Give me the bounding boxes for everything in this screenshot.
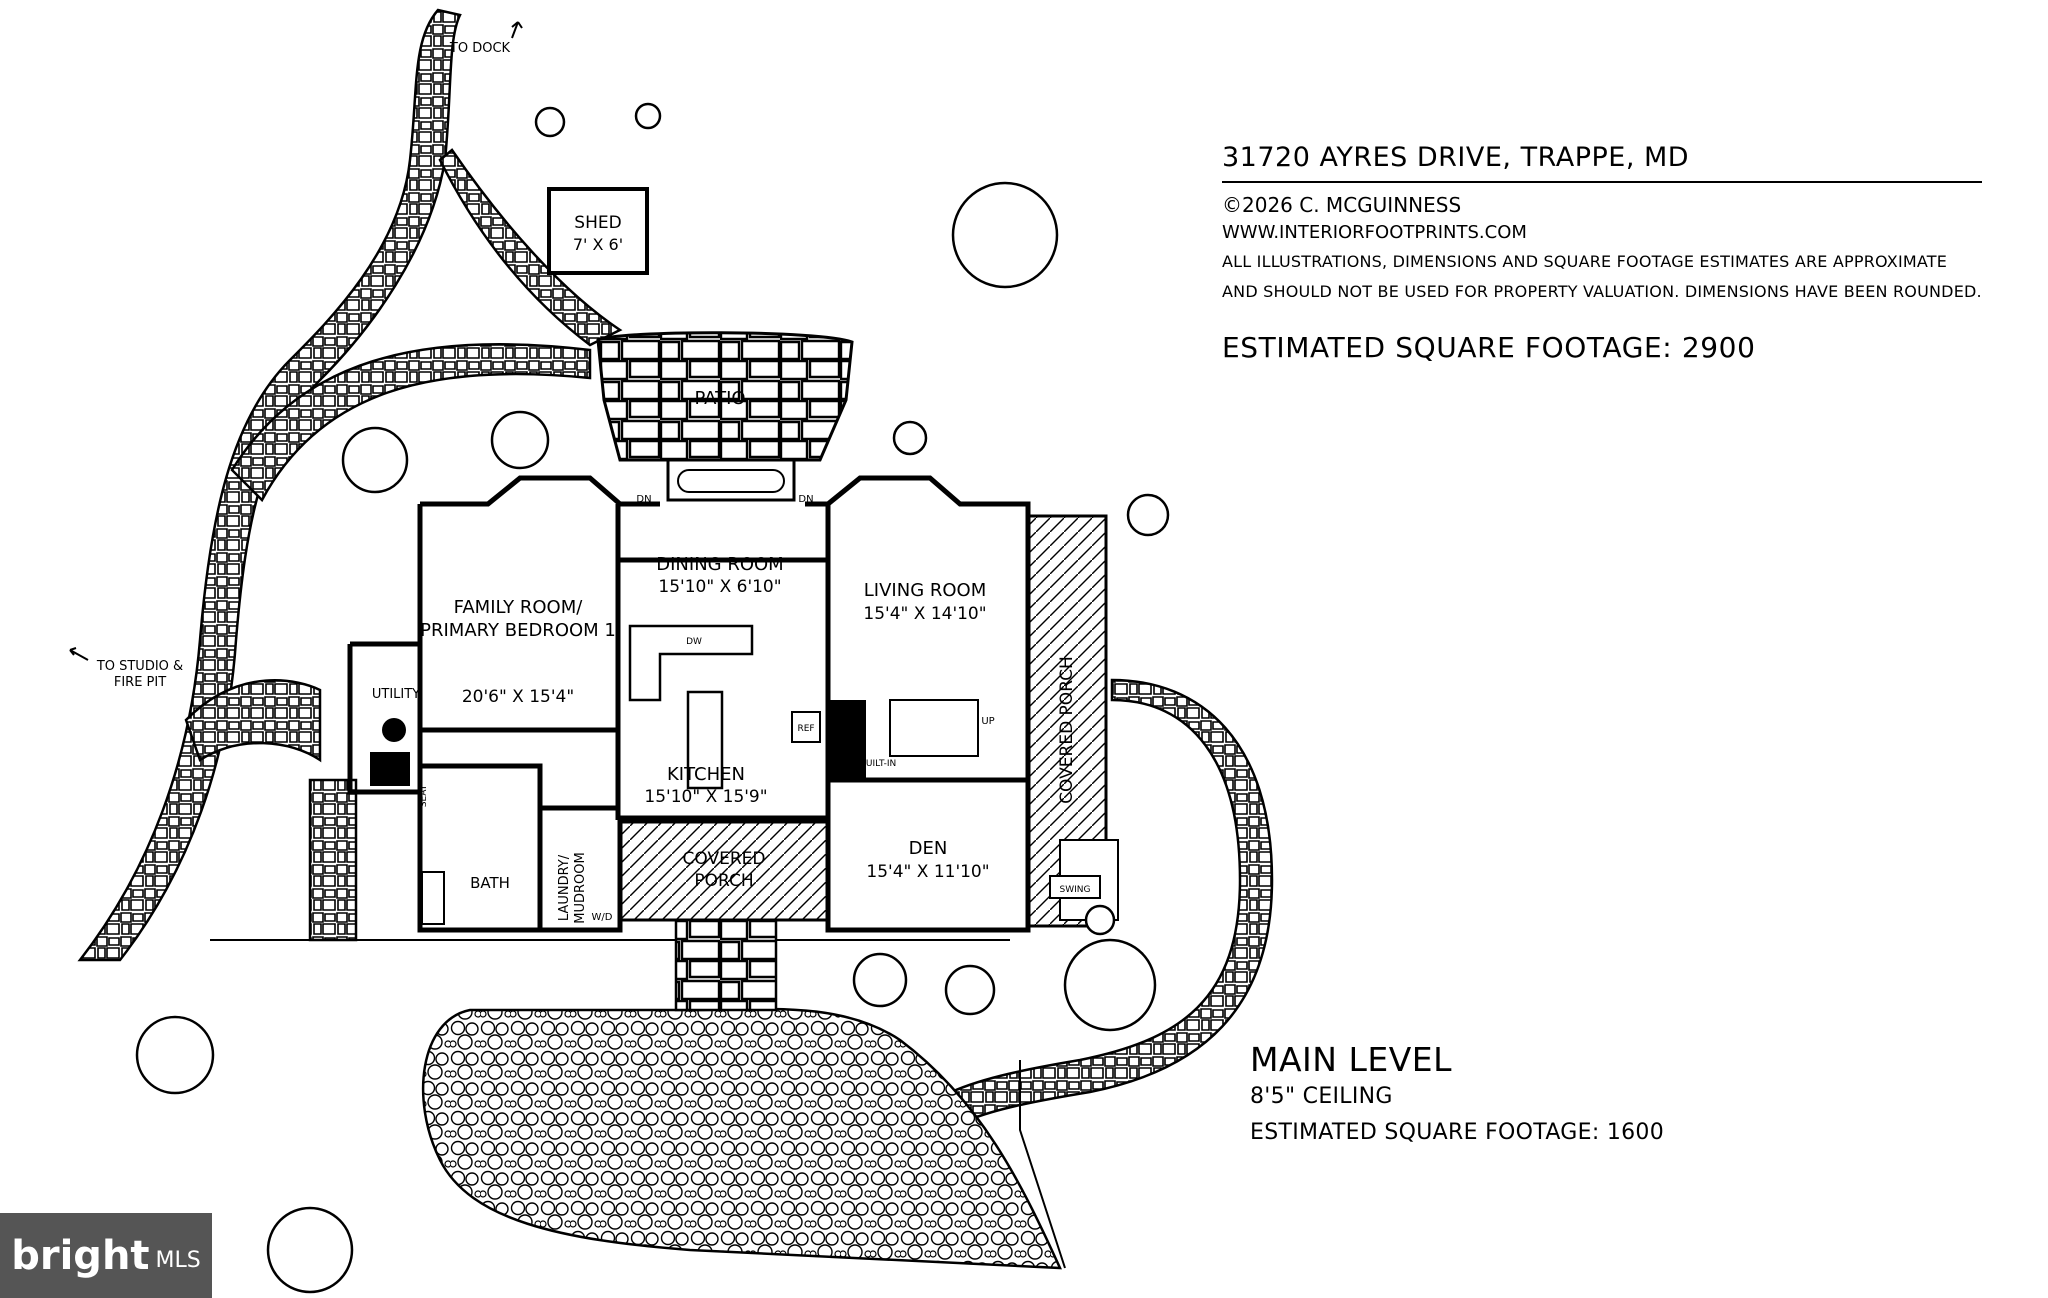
dn-label-right: DN — [798, 494, 813, 505]
kitchen-name: KITCHEN — [667, 764, 745, 785]
porch-swing — [1049, 875, 1101, 899]
furnace — [370, 752, 410, 786]
shed-dims: 7' X 6' — [573, 235, 623, 254]
den-name: DEN — [909, 838, 948, 859]
porch-front-name-1: COVERED — [683, 849, 766, 869]
wd-label: W/D — [592, 912, 613, 923]
fireplace — [828, 700, 866, 780]
living-dims: 15'4" X 14'10" — [863, 604, 986, 624]
refrigerator — [791, 711, 821, 743]
shed-name: SHED — [574, 213, 621, 233]
label-dock: TO DOCK — [449, 41, 511, 56]
total-square-footage: ESTIMATED SQUARE FOOTAGE: 2900 — [1222, 331, 1756, 364]
patio-name: PATIO — [694, 388, 745, 409]
bathtub — [421, 871, 445, 925]
bright-mls-logo: bright MLS — [0, 1213, 212, 1298]
arrow-to-dock — [511, 21, 523, 39]
dw-label: DW — [686, 637, 702, 647]
front-steps — [674, 918, 778, 1012]
house-walls — [347, 475, 1031, 933]
covered-porch-front — [618, 820, 830, 922]
disclaimer-line-2: AND SHOULD NOT BE USED FOR PROPERTY VALU… — [1222, 282, 1982, 301]
family-name-2: PRIMARY BEDROOM 1 — [420, 620, 616, 641]
family-dims: 20'6" X 15'4" — [462, 687, 574, 707]
kitchen-dims: 15'10" X 15'9" — [644, 787, 767, 807]
up-label: UP — [981, 716, 994, 727]
built-in-label: BUILT-IN — [860, 759, 897, 769]
logo-brand: bright — [11, 1232, 150, 1279]
stone-path-left — [77, 8, 623, 962]
trees — [135, 102, 1170, 1294]
stair — [889, 699, 979, 757]
porch-side-name: COVERED PORCH — [1057, 656, 1077, 804]
patio-steps — [666, 458, 796, 502]
property-info: 31720 AYRES DRIVE, TRAPPE, MD ©2026 C. M… — [1222, 142, 2022, 364]
dn-label-left: DN — [636, 494, 651, 505]
water-heater — [382, 718, 406, 742]
shed — [547, 187, 649, 275]
disclaimer-line-1: ALL ILLUSTRATIONS, DIMENSIONS AND SQUARE… — [1222, 252, 1948, 271]
laundry-name-1: LAUNDRY/ — [557, 854, 572, 921]
laundry-name-2: MUDROOM — [573, 852, 588, 923]
arrow-to-studio — [69, 647, 89, 661]
bath-name: BATH — [470, 874, 510, 892]
copyright: ©2026 C. MCGUINNESS — [1222, 193, 1462, 217]
family-name-1: FAMILY ROOM/ — [454, 597, 584, 618]
ref-label: REF — [797, 724, 814, 734]
driveway-edge — [210, 939, 1066, 1269]
property-address: 31720 AYRES DRIVE, TRAPPE, MD — [1222, 142, 1982, 183]
pebble-driveway — [421, 1007, 1062, 1270]
dining-name: DINING ROOM — [656, 554, 783, 575]
label-studio-2: FIRE PIT — [114, 675, 166, 690]
den-dims: 15'4" X 11'10" — [866, 862, 989, 882]
logo-suffix: MLS — [155, 1248, 201, 1273]
utility-name: UTILITY — [372, 687, 420, 702]
website: WWW.INTERIORFOOTPRINTS.COM — [1222, 222, 1527, 243]
swing-label: SWING — [1060, 885, 1091, 895]
dining-dims: 15'10" X 6'10" — [658, 577, 781, 597]
living-name: LIVING ROOM — [864, 580, 986, 601]
porch-front-name-2: PORCH — [694, 871, 753, 891]
level-square-footage: ESTIMATED SQUARE FOOTAGE: 1600 — [1250, 1120, 1665, 1145]
seat-label: SEAT — [419, 784, 429, 807]
kitchen-counter — [628, 624, 754, 702]
level-ceiling: 8'5" CEILING — [1250, 1084, 1393, 1109]
level-name: MAIN LEVEL — [1250, 1040, 1453, 1079]
patio — [596, 331, 854, 462]
level-info: MAIN LEVEL 8'5" CEILING ESTIMATED SQUARE… — [1250, 1040, 1664, 1151]
label-studio-1: TO STUDIO & — [96, 659, 183, 674]
kitchen-island — [686, 690, 724, 790]
